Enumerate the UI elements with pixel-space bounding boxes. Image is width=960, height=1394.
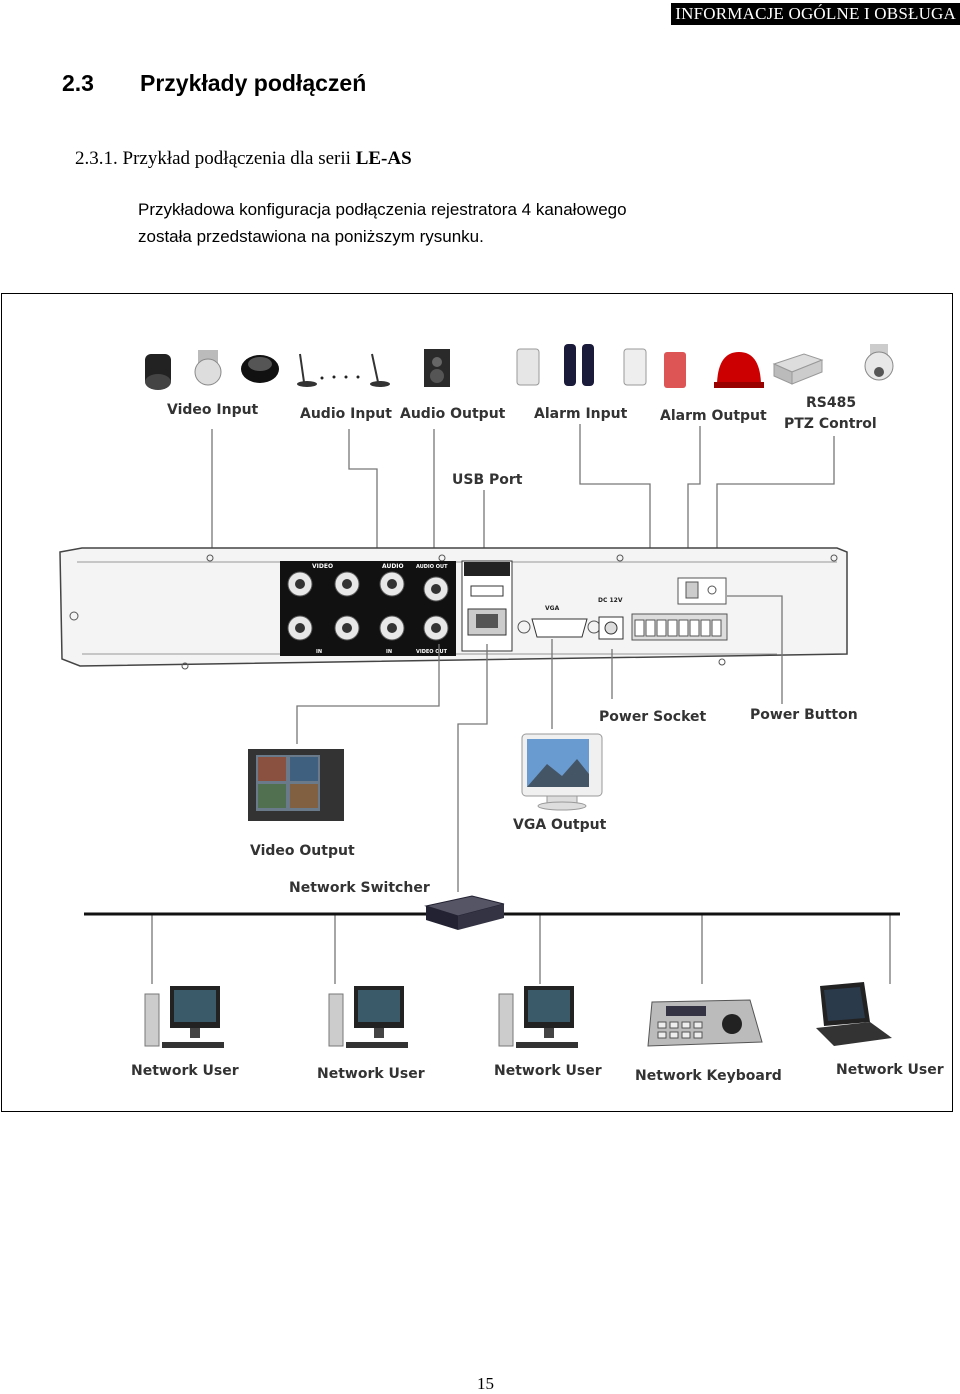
panel-video-label: VIDEO — [312, 563, 333, 570]
network-user-label-3: Network User — [494, 1063, 602, 1079]
subsection-model: LE-AS — [355, 148, 412, 169]
network-user-computer-2 — [328, 986, 408, 1048]
audio-output-label: Audio Output — [400, 406, 506, 422]
panel-audio-in-label: IN — [386, 649, 392, 655]
video-input-label: Video Input — [167, 402, 259, 418]
panel-audio-label: AUDIO — [382, 563, 404, 570]
sensor-icons — [516, 344, 647, 386]
microphone-icons — [297, 353, 390, 387]
intro-paragraph: Przykładowa konfiguracja podłączenia rej… — [138, 196, 758, 250]
network-user-label-2: Network User — [317, 1066, 425, 1082]
alarm-output-label: Alarm Output — [660, 408, 767, 424]
diagram-svg: Video Input Audio Input Audio Output Ala… — [59, 344, 944, 1084]
subsection-text: Przykład podłączenia dla serii — [122, 148, 351, 169]
section-title: Przykłady podłączeń — [140, 70, 367, 96]
decoder-icon — [772, 353, 824, 385]
video-output-label: Video Output — [250, 843, 355, 859]
connection-diagram: Video Input Audio Input Audio Output Ala… — [1, 293, 953, 1112]
panel-audio-out-label: AUDIO OUT — [416, 564, 448, 570]
section-number: 2.3 — [62, 70, 94, 96]
network-keyboard-icon — [647, 999, 763, 1047]
power-button-label: Power Button — [750, 707, 858, 723]
crt-monitor-icon — [248, 749, 344, 821]
camera-icons — [145, 350, 279, 390]
network-keyboard-label: Network Keyboard — [635, 1068, 782, 1084]
panel-video-in-label: IN — [316, 649, 322, 655]
paragraph-line-2: została przedstawiona na poniższym rysun… — [138, 227, 484, 246]
panel-vga-label: VGA — [545, 605, 560, 612]
page-number: 15 — [477, 1374, 494, 1393]
network-switch-icon — [424, 895, 505, 930]
usb-port-label: USB Port — [452, 472, 523, 488]
alarm-input-label: Alarm Input — [534, 406, 628, 422]
subsection-number: 2.3.1. — [75, 148, 118, 169]
subsection-heading: 2.3.1. Przykład podłączenia dla serii LE… — [75, 148, 412, 170]
speaker-icon — [424, 349, 450, 387]
power-socket-label: Power Socket — [599, 709, 707, 725]
vga-output-label: VGA Output — [513, 817, 607, 833]
rs485-label: RS485 — [806, 395, 856, 411]
panel-dc-label: DC 12V — [598, 597, 623, 604]
network-user-computer-1 — [144, 986, 224, 1048]
network-user-label-4: Network User — [836, 1062, 944, 1078]
audio-input-label: Audio Input — [300, 406, 392, 422]
vga-monitor-icon — [521, 733, 603, 811]
network-user-label-1: Network User — [131, 1063, 239, 1079]
ptz-camera-icon — [864, 344, 894, 381]
bottom-connection-lines — [151, 595, 891, 984]
panel-video-out-label: VIDEO OUT — [416, 649, 448, 655]
network-user-computer-3 — [498, 986, 578, 1048]
network-switcher-label: Network Switcher — [289, 880, 430, 896]
dvr-rear-panel: VIDEO AUDIO AUDIO OUT VIDEO OUT IN IN VG… — [59, 547, 848, 670]
header-tag: INFORMACJE OGÓLNE I OBSŁUGA — [671, 3, 960, 25]
paragraph-line-1: Przykładowa konfiguracja podłączenia rej… — [138, 200, 627, 219]
laptop-icon — [816, 982, 892, 1046]
alarm-output-icons — [664, 352, 764, 388]
ptz-control-label: PTZ Control — [784, 416, 877, 432]
